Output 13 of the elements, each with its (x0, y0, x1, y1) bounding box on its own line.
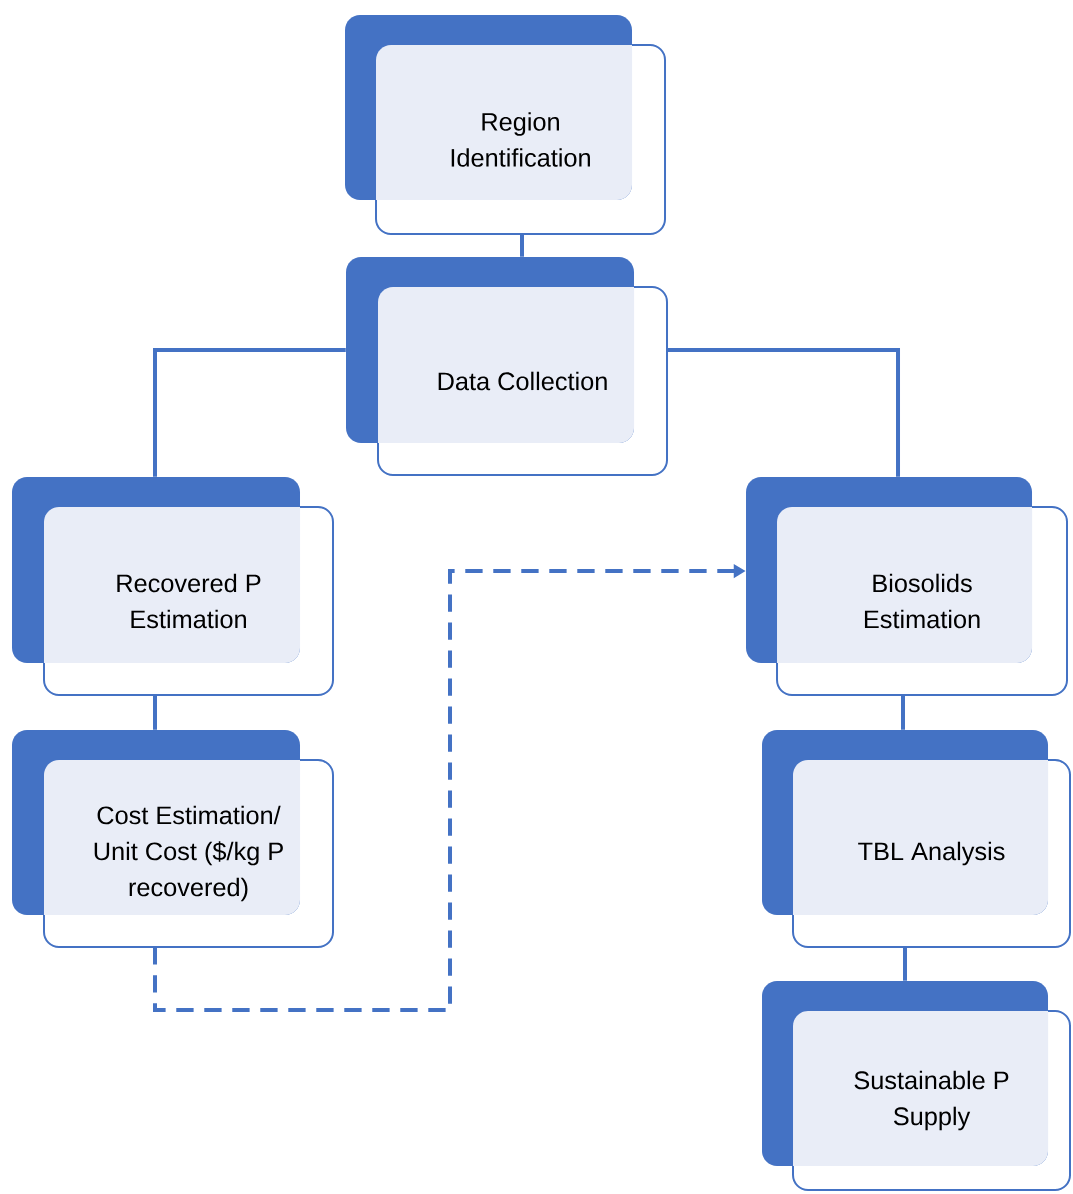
process-box: Sustainable P Supply (762, 981, 1071, 1191)
process-box: Data Collection (346, 257, 668, 476)
connector-line (901, 695, 905, 730)
connector-line (153, 348, 346, 477)
process-box: Recovered P Estimation (12, 477, 334, 696)
process-box: Cost Estimation/ Unit Cost ($/kg P recovered) (12, 730, 334, 948)
process-box: Biosolids Estimation (746, 477, 1068, 696)
process-box: TBL Analysis (762, 730, 1071, 948)
connector-line (667, 348, 900, 477)
connector-line (903, 947, 907, 981)
process-box: Region Identification (345, 15, 666, 235)
connector-line (153, 695, 157, 730)
connector-line (520, 234, 524, 257)
